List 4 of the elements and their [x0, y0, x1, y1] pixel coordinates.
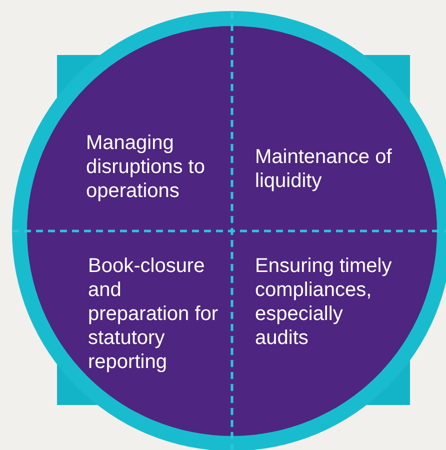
quadrant-text: Ensuring timely compliances, especially audits — [255, 254, 395, 350]
quadrant-text: Maintenance of liquidity — [255, 145, 400, 193]
quadrant-text: Book-closure and preparation for statutory reporting — [88, 254, 228, 374]
quadrant-text: Managing disruptions to operations — [86, 131, 232, 203]
